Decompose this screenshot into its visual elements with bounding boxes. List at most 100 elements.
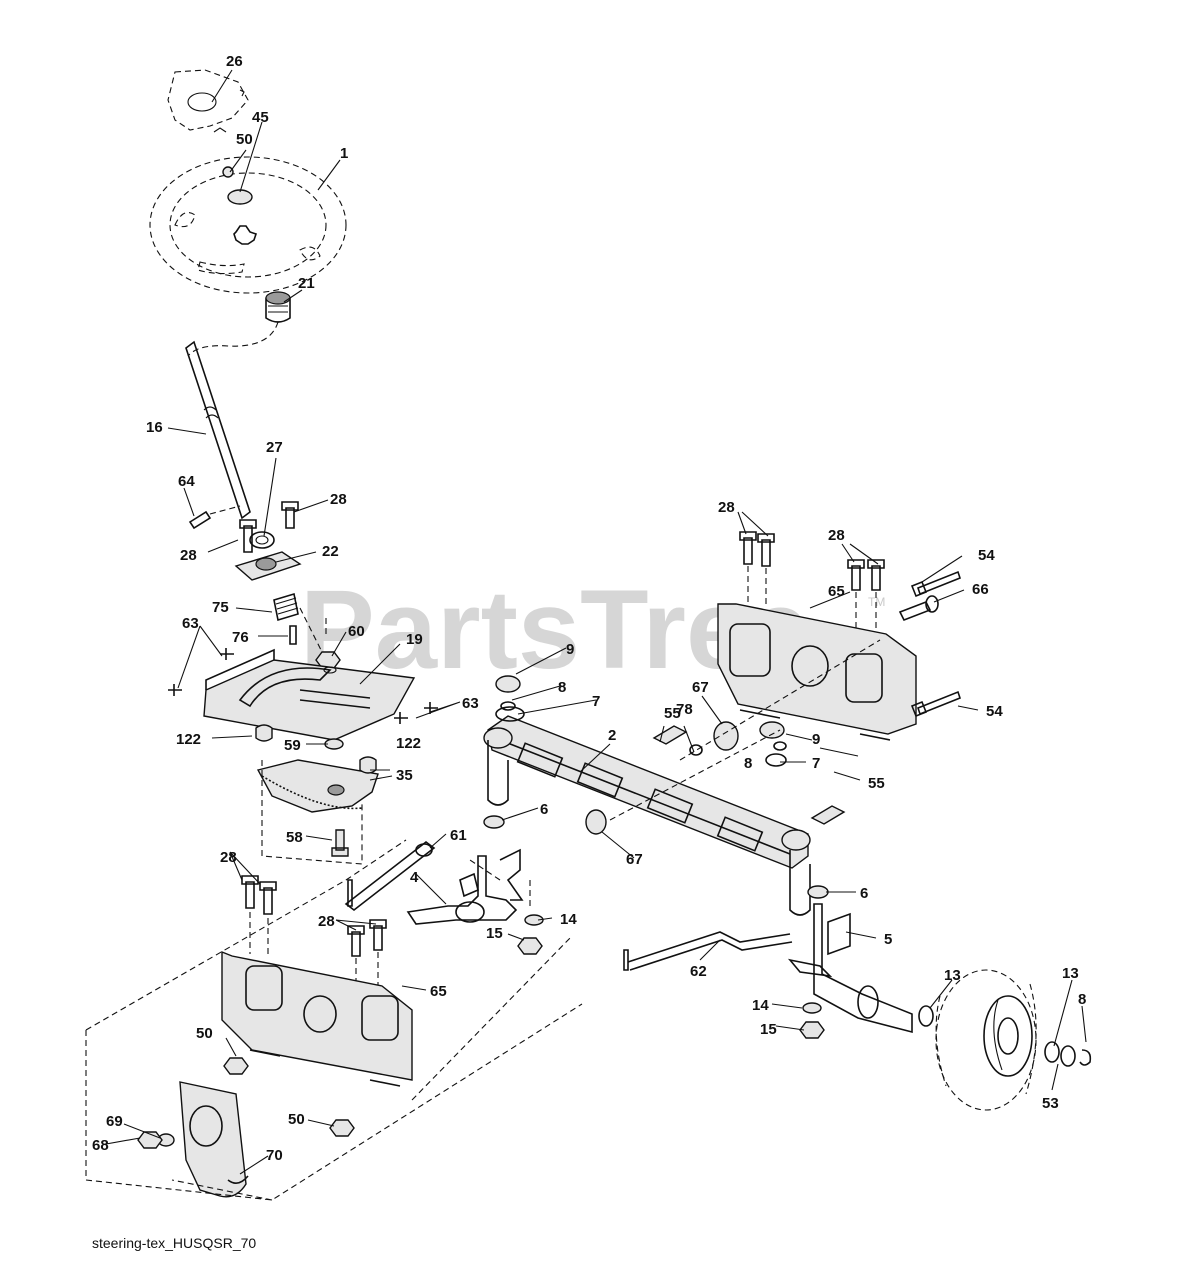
nut-50c (329, 1119, 355, 1137)
callout-28: 28 (718, 499, 735, 516)
steering-bracket (234, 551, 302, 581)
tie-rod (623, 931, 793, 971)
cover-plate (179, 1081, 249, 1198)
nut-15b (799, 1021, 825, 1039)
callout-2: 2 (608, 727, 616, 744)
callout-26: 26 (226, 53, 243, 70)
long-bolts-54 (910, 570, 961, 718)
callout-28: 28 (220, 849, 237, 866)
callout-15: 15 (760, 1021, 777, 1038)
left-frame-bracket (221, 950, 413, 1087)
washer-14 (524, 914, 544, 926)
front-wheel (935, 969, 1037, 1111)
callout-7: 7 (812, 755, 820, 772)
callout-75: 75 (212, 599, 229, 616)
callout-69: 69 (106, 1113, 123, 1130)
callout-8: 8 (744, 755, 752, 772)
callout-21: 21 (298, 275, 315, 292)
callout-14: 14 (752, 997, 769, 1014)
callout-15: 15 (486, 925, 503, 942)
callout-28: 28 (828, 527, 845, 544)
callout-63: 63 (462, 695, 479, 712)
callout-60: 60 (348, 623, 365, 640)
callout-28: 28 (330, 491, 347, 508)
callout-labels: 26 45 50 1 21 16 64 27 28 28 22 75 76 60… (92, 53, 1086, 1164)
callout-45: 45 (252, 109, 269, 126)
callout-9: 9 (566, 641, 574, 658)
callout-1: 1 (340, 145, 348, 162)
steering-wheel (149, 156, 347, 294)
callout-50: 50 (288, 1111, 305, 1128)
callout-53: 53 (1042, 1095, 1059, 1112)
callout-55: 55 (664, 705, 681, 722)
callout-62: 62 (690, 963, 707, 980)
callout-122: 122 (396, 735, 421, 752)
callout-50: 50 (236, 131, 253, 148)
callout-7: 7 (592, 693, 600, 710)
axle-bushings (495, 675, 846, 825)
pin-66 (898, 595, 939, 622)
callout-66: 66 (972, 581, 989, 598)
assembly-outline (85, 839, 583, 1201)
callout-54: 54 (978, 547, 995, 564)
callout-28: 28 (318, 913, 335, 930)
callout-6: 6 (540, 801, 548, 818)
bolt (239, 501, 299, 553)
pinion-gear (273, 592, 299, 622)
callout-76: 76 (232, 629, 249, 646)
callout-9: 9 (812, 731, 820, 748)
steering-cap-emblem (167, 69, 249, 133)
callout-19: 19 (406, 631, 423, 648)
callout-67: 67 (626, 851, 643, 868)
callout-13: 13 (1062, 965, 1079, 982)
drag-link (344, 840, 436, 912)
callout-67: 67 (692, 679, 709, 696)
callout-27: 27 (266, 439, 283, 456)
callout-68: 68 (92, 1137, 109, 1154)
wheel-washers (918, 1005, 1092, 1067)
frame-bolts-upper (739, 531, 885, 632)
callout-8: 8 (558, 679, 566, 696)
callout-13: 13 (944, 967, 961, 984)
spacer-122 (255, 724, 377, 774)
shoulder-bolt (331, 829, 349, 857)
callout-58: 58 (286, 829, 303, 846)
bushing (249, 531, 275, 549)
callout-5: 5 (884, 931, 892, 948)
callout-65: 65 (430, 983, 447, 1000)
steering-shaft (185, 340, 251, 520)
callout-6: 6 (860, 885, 868, 902)
right-frame-bracket (717, 603, 917, 741)
left-spindle (406, 848, 531, 925)
front-axle (483, 715, 811, 916)
sector-gear (256, 759, 379, 813)
steering-plate (203, 648, 416, 741)
nut-15 (517, 937, 543, 955)
plate-bolts (168, 648, 438, 724)
callout-8: 8 (1078, 991, 1086, 1008)
callout-65: 65 (828, 583, 845, 600)
callout-78: 78 (676, 701, 693, 718)
callout-63: 63 (182, 615, 199, 632)
spindle-washers-6 (483, 815, 829, 899)
steering-adapter (265, 291, 291, 323)
callout-54: 54 (986, 703, 1003, 720)
callout-70: 70 (266, 1147, 283, 1164)
callout-55: 55 (868, 775, 885, 792)
callout-16: 16 (146, 419, 163, 436)
callout-14: 14 (560, 911, 577, 928)
watermark-trademark: TM (868, 595, 885, 609)
shaft-pin (188, 505, 241, 530)
callout-50: 50 (196, 1025, 213, 1042)
callout-61: 61 (450, 827, 467, 844)
screw (289, 625, 297, 645)
callout-122: 122 (176, 731, 201, 748)
leader-lines (105, 69, 1087, 1175)
callout-59: 59 (284, 737, 301, 754)
diagram-caption: steering-tex_HUSQSR_70 (92, 1235, 256, 1251)
right-spindle (787, 903, 913, 1034)
callout-28: 28 (180, 547, 197, 564)
callout-64: 64 (178, 473, 195, 490)
callout-22: 22 (322, 543, 339, 560)
